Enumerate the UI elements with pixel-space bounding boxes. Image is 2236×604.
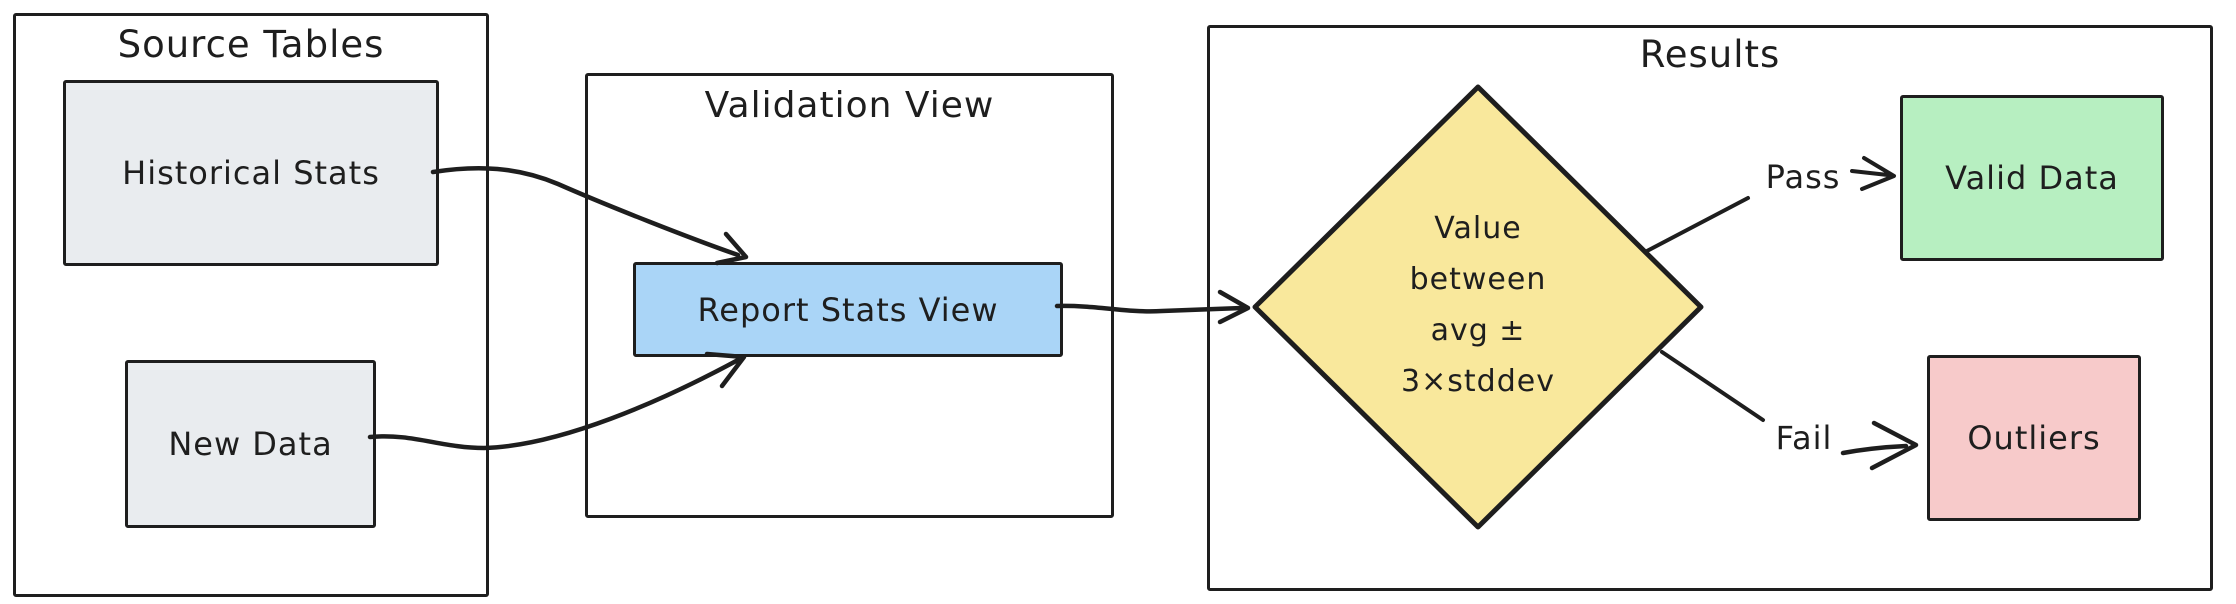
historical-stats-label: Historical Stats (122, 154, 380, 192)
decision-label: Value between avg ± 3×stddev (1328, 203, 1628, 407)
report-stats-view-label: Report Stats View (697, 290, 999, 329)
source-tables-title: Source Tables (117, 23, 385, 66)
pass-edge-label: Pass (1765, 158, 1841, 196)
report-stats-view-node: Report Stats View (633, 262, 1063, 357)
decision-label-line1: Value (1434, 211, 1522, 246)
historical-stats-node: Historical Stats (63, 80, 439, 266)
fail-edge-label: Fail (1775, 419, 1833, 457)
outliers-label: Outliers (1967, 419, 2101, 457)
valid-data-label: Valid Data (1945, 159, 2119, 197)
results-title: Results (1639, 33, 1781, 76)
decision-label-line2: between (1409, 262, 1547, 297)
new-data-node: New Data (125, 360, 376, 528)
decision-label-line4: 3×stddev (1401, 364, 1555, 399)
outliers-node: Outliers (1927, 355, 2141, 521)
validation-view-title: Validation View (704, 85, 995, 126)
valid-data-node: Valid Data (1900, 95, 2164, 261)
decision-label-line3: avg ± (1430, 313, 1526, 348)
new-data-label: New Data (168, 425, 333, 463)
